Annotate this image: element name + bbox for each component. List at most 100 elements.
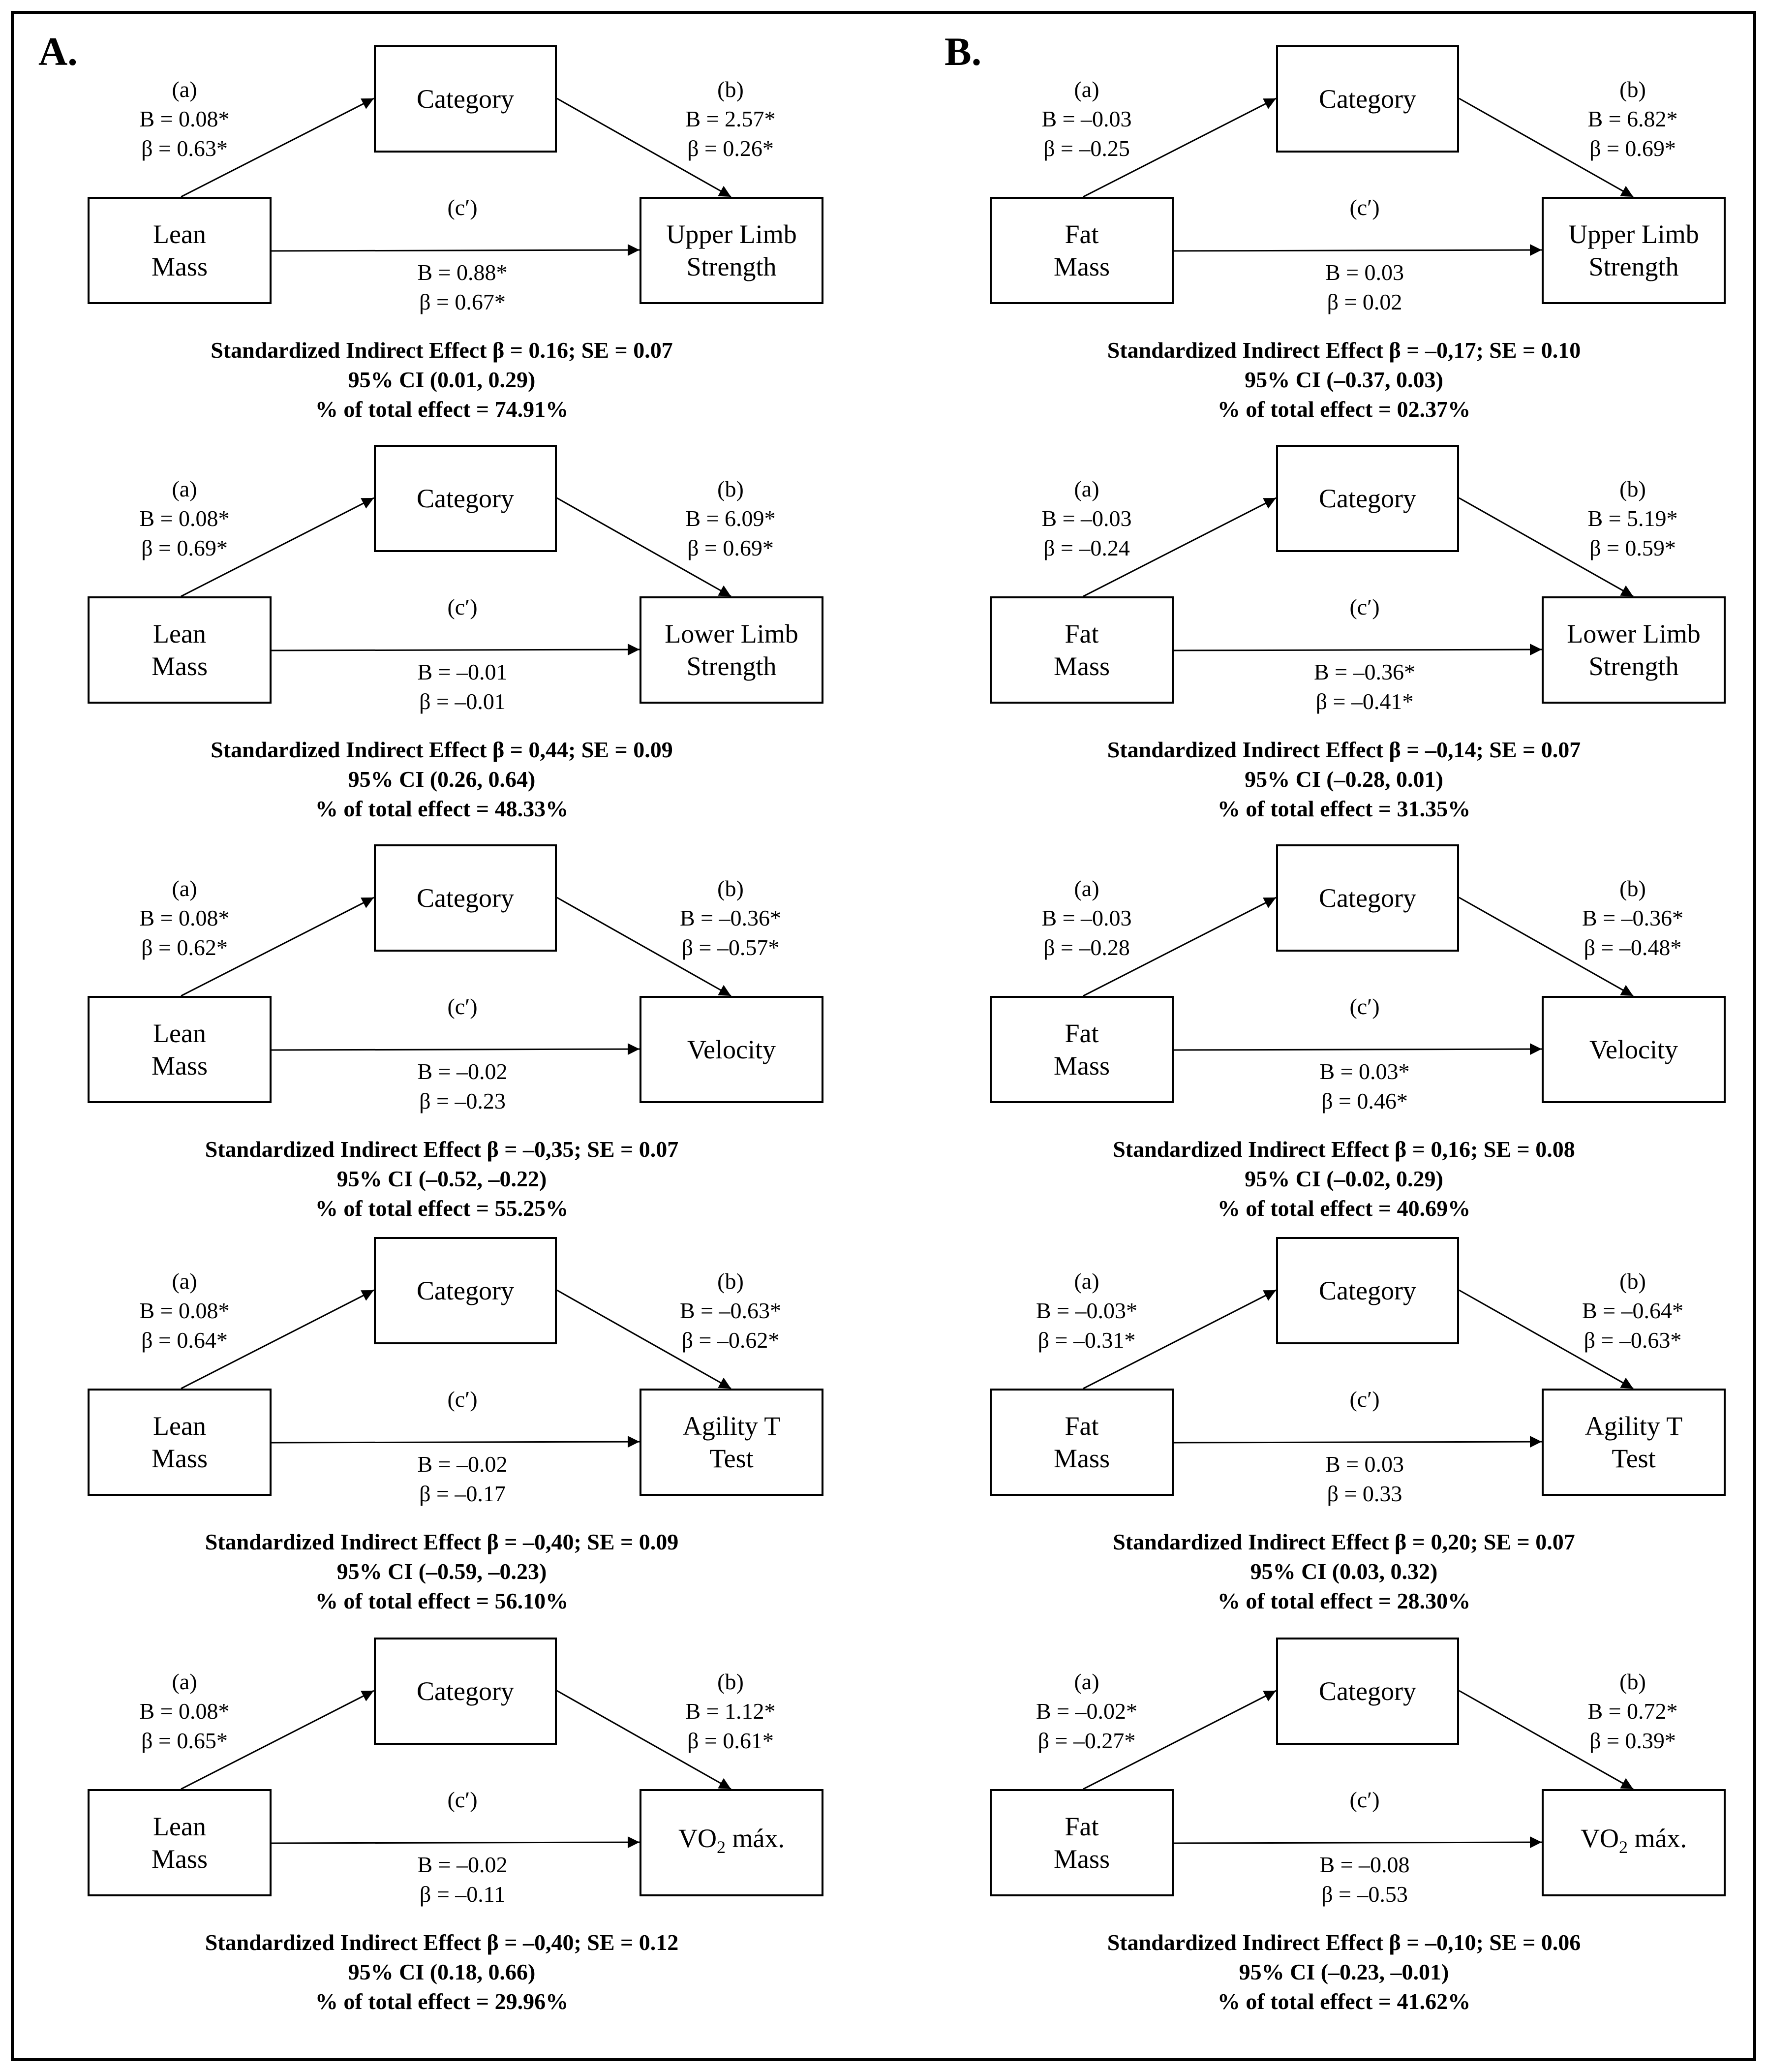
path-c-line: B = –0.02 <box>417 1452 508 1477</box>
path-c-line: β = 0.02 <box>1327 289 1402 314</box>
summary-line: 95% CI (0.03, 0.32) <box>1250 1559 1438 1584</box>
path-b-line: B = –0.36* <box>679 905 782 930</box>
path-c-arrow <box>271 244 640 256</box>
path-a-coefficients: (a)B = 0.08*β = 0.69* <box>123 474 246 563</box>
indirect-effect-summary: Standardized Indirect Effect β = –0,14; … <box>902 735 1767 824</box>
predictor-label-line: Lean <box>153 619 206 649</box>
path-a-coefficients: (a)B = 0.08*β = 0.63* <box>123 75 246 163</box>
path-b-arrow <box>556 897 731 997</box>
predictor-label-line: Mass <box>151 1051 208 1081</box>
path-a-line: B = 0.08* <box>139 905 230 930</box>
path-c-arrow <box>271 1043 640 1055</box>
predictor-label-line: Fat <box>1065 619 1099 649</box>
path-arrows <box>1083 1289 1634 1448</box>
path-arrows <box>181 497 731 656</box>
figure-border <box>11 11 1756 2061</box>
path-b-line: B = –0.63* <box>679 1298 782 1323</box>
path-a-coefficients: (a)B = –0.02*β = –0.27* <box>1025 1667 1148 1756</box>
path-a-coefficients: (a)B = 0.08*β = 0.64* <box>123 1267 246 1355</box>
predictor-label-line: Lean <box>153 219 206 249</box>
path-c-arrow <box>1173 244 1542 256</box>
path-a-line: β = 0.62* <box>141 935 228 960</box>
path-b-line: (b) <box>1619 476 1646 501</box>
path-c-label: (c′) <box>447 195 478 220</box>
path-a-arrow <box>181 497 374 597</box>
mediator-label: Category <box>1319 883 1416 913</box>
outcome-box: VO2 máx. <box>640 1789 823 1896</box>
summary-line: Standardized Indirect Effect β = 0.16; S… <box>211 338 673 363</box>
mediator-box: Category <box>374 844 557 952</box>
summary-line: % of total effect = 29.96% <box>315 1989 569 2014</box>
path-a-line: β = –0.24 <box>1043 535 1130 560</box>
summary-line: Standardized Indirect Effect β = 0,20; S… <box>1113 1529 1575 1554</box>
path-c-line: B = 0.03 <box>1325 1452 1404 1477</box>
path-c-line: B = 0.88* <box>417 260 508 285</box>
outcome-label-line: Lower Limb <box>665 619 798 649</box>
path-b-arrow <box>1459 1690 1634 1790</box>
mediator-label: Category <box>1319 1276 1416 1305</box>
path-c-line: B = 0.03* <box>1319 1059 1410 1084</box>
outcome-box: Agility T Test <box>1542 1389 1726 1496</box>
path-b-arrow <box>556 1690 731 1790</box>
summary-line: % of total effect = 41.62% <box>1217 1989 1471 2014</box>
outcome-label-line: VO2 máx. <box>1581 1824 1687 1857</box>
path-a-line: B = –0.03 <box>1041 106 1132 131</box>
path-a-coefficients: (a)B = –0.03*β = –0.31* <box>1025 1267 1148 1355</box>
path-b-line: B = 1.12* <box>685 1699 776 1724</box>
path-a-line: β = –0.27* <box>1037 1728 1136 1753</box>
mediator-box: Category <box>374 1638 557 1745</box>
summary-line: 95% CI (–0.28, 0.01) <box>1245 767 1443 792</box>
path-arrows <box>1083 97 1634 256</box>
summary-line: % of total effect = 48.33% <box>315 796 569 821</box>
summary-line: Standardized Indirect Effect β = –0,40; … <box>205 1529 679 1554</box>
mediator-label: Category <box>417 1276 514 1305</box>
path-a-coefficients: (a)B = 0.08*β = 0.62* <box>123 874 246 962</box>
summary-line: 95% CI (–0.37, 0.03) <box>1245 367 1443 392</box>
path-arrows <box>181 1289 731 1448</box>
path-a-arrow <box>181 897 374 997</box>
outcome-label-line: Test <box>1612 1444 1656 1473</box>
path-arrows <box>1083 897 1634 1055</box>
path-b-line: β = 0.39* <box>1589 1728 1676 1753</box>
path-c-arrow <box>1173 1043 1542 1055</box>
mediator-label: Category <box>417 883 514 913</box>
path-a-line: (a) <box>172 1669 197 1694</box>
predictor-label-line: Fat <box>1065 219 1099 249</box>
path-b-arrow <box>1459 497 1634 597</box>
indirect-effect-summary: Standardized Indirect Effect β = 0,16; S… <box>902 1135 1767 1223</box>
outcome-label-line: Agility T <box>1584 1411 1683 1441</box>
summary-line: % of total effect = 28.30% <box>1217 1588 1471 1613</box>
path-arrows <box>181 897 731 1055</box>
path-a-line: (a) <box>172 1268 197 1294</box>
path-c-line: β = –0.41* <box>1315 689 1414 714</box>
path-c-line: β = 0.46* <box>1321 1088 1408 1113</box>
predictor-label-line: Mass <box>1053 252 1110 281</box>
summary-line: 95% CI (0.01, 0.29) <box>348 367 536 392</box>
indirect-effect-summary: Standardized Indirect Effect β = 0.16; S… <box>0 336 884 424</box>
path-c-line: β = –0.01 <box>419 689 506 714</box>
path-b-coefficients: (b)B = 0.72*β = 0.39* <box>1571 1667 1694 1756</box>
predictor-label-line: Lean <box>153 1019 206 1048</box>
predictor-label-line: Mass <box>1053 1844 1110 1874</box>
path-c-line: β = 0.33 <box>1327 1481 1402 1506</box>
path-b-line: (b) <box>1619 1268 1646 1294</box>
path-a-line: β = 0.63* <box>141 136 228 161</box>
path-c-line: β = 0.67* <box>419 289 506 314</box>
indirect-effect-summary: Standardized Indirect Effect β = 0,20; S… <box>902 1527 1767 1616</box>
outcome-box: Velocity <box>1542 996 1726 1103</box>
path-b-coefficients: (b)B = 6.82*β = 0.69* <box>1571 75 1694 163</box>
mediator-box: Category <box>374 1237 557 1344</box>
path-arrows <box>1083 1690 1634 1849</box>
summary-line: 95% CI (–0.23, –0.01) <box>1239 1959 1449 1984</box>
